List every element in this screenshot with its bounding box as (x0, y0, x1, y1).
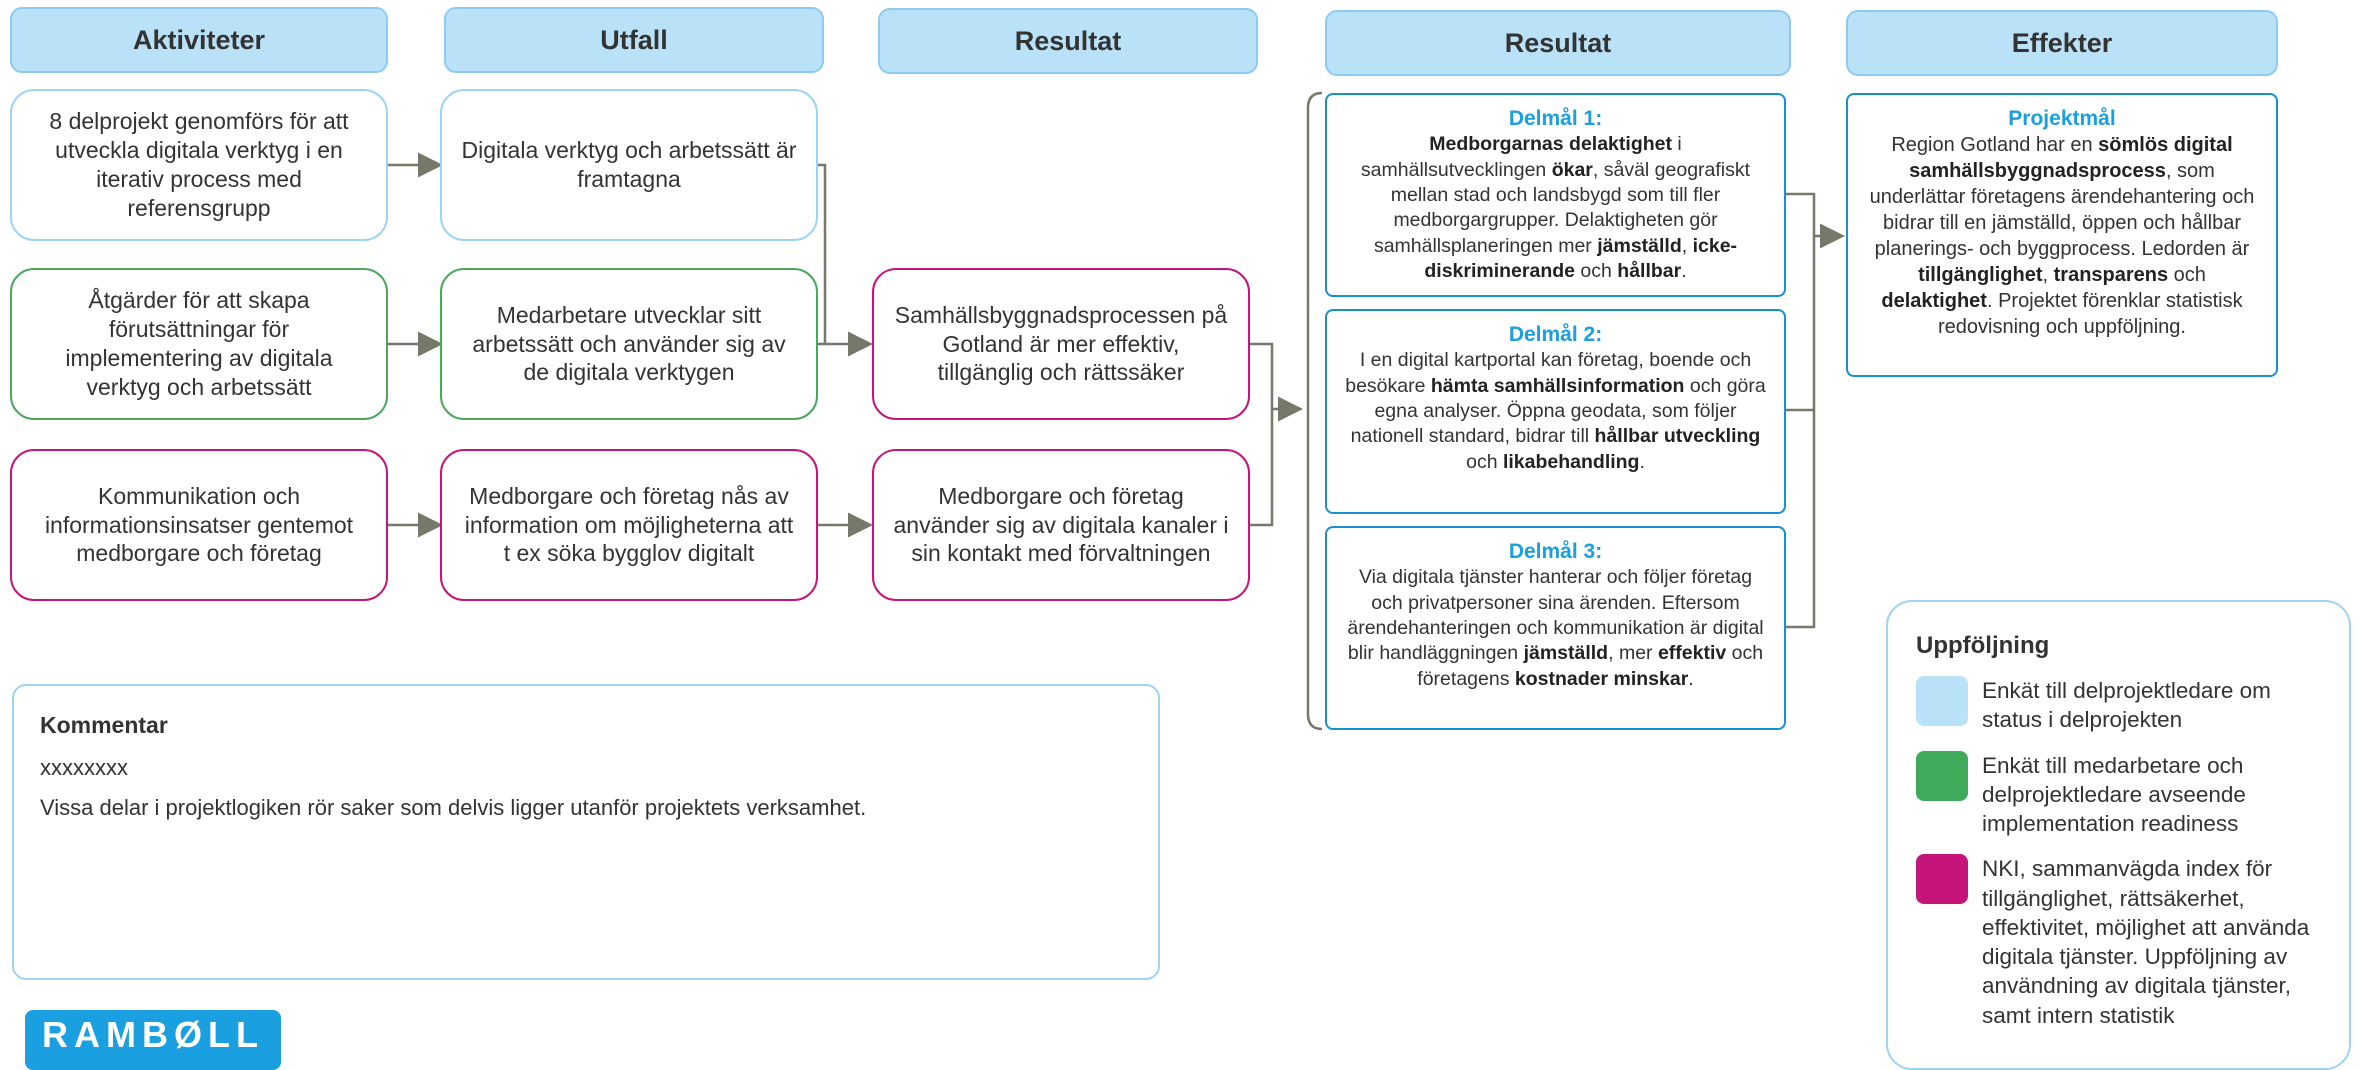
delmal-text: Via digitala tjänster hanterar och följe… (1347, 566, 1764, 690)
ramboll-logo: RAMBØLL (25, 1010, 281, 1070)
delmal-title: Delmål 3: (1508, 540, 1603, 563)
kommentar-line-1: xxxxxxxx (40, 755, 128, 780)
projektmal-title: Projektmål (2008, 107, 2116, 130)
header-effekter: Effekter (1846, 10, 2278, 76)
utfall-box-2: Medarbetare utvecklar sitt arbetssätt oc… (440, 268, 818, 420)
legend-swatch-green (1916, 750, 1968, 801)
resultat-box-1: Samhällsbyggnadsprocessen på Gotland är … (872, 268, 1250, 420)
legend-swatch-light-blue (1916, 676, 1968, 726)
kommentar-title: Kommentar (40, 712, 168, 738)
delmal-box-2: Delmål 2: I en digital kartportal kan fö… (1325, 309, 1786, 514)
delmal-text: Medborgarnas delaktighet i samhällsutvec… (1360, 133, 1751, 283)
header-aktiviteter: Aktiviteter (10, 7, 388, 73)
delmal-title: Delmål 2: (1508, 323, 1603, 346)
uppfoljning-box: Uppföljning Enkät till delprojektledare … (1886, 600, 2351, 1070)
header-resultat-1: Resultat (878, 8, 1258, 74)
utfall-box-1: Digitala verktyg och arbetssätt är framt… (440, 89, 818, 241)
uppfoljning-title: Uppföljning (1916, 632, 2050, 659)
uppfoljning-text: Enkät till delprojektledare om status i … (1982, 678, 2271, 733)
header-utfall: Utfall (444, 7, 824, 73)
kommentar-box: Kommentar xxxxxxxx Vissa delar i projekt… (12, 684, 1160, 980)
aktivitet-box-2: Åtgärder för att skapa förutsättningar f… (10, 268, 388, 420)
utfall-box-3: Medborgare och företag nås av informatio… (440, 449, 818, 601)
projektmal-text: Region Gotland har en sömlös digital sam… (1869, 134, 2255, 339)
uppfoljning-item-3: NKI, sammanvägda index för tillgänglighe… (1916, 854, 2321, 1030)
aktivitet-box-1: 8 delprojekt genomförs för att utveckla … (10, 89, 388, 241)
legend-swatch-magenta (1916, 854, 1968, 905)
uppfoljning-text: Enkät till medarbetare och delprojektled… (1982, 752, 2246, 837)
delmal-box-3: Delmål 3: Via digitala tjänster hanterar… (1325, 526, 1786, 730)
delmal-text: I en digital kartportal kan företag, boe… (1345, 349, 1766, 473)
delmal-title: Delmål 1: (1508, 107, 1603, 130)
projektmal-box: Projektmål Region Gotland har en sömlös … (1846, 93, 2278, 377)
uppfoljning-item-2: Enkät till medarbetare och delprojektled… (1916, 750, 2321, 839)
aktivitet-box-3: Kommunikation och informationsinsatser g… (10, 449, 388, 601)
header-resultat-2: Resultat (1325, 10, 1791, 76)
uppfoljning-item-1: Enkät till delprojektledare om status i … (1916, 676, 2321, 735)
resultat-box-2: Medborgare och företag använder sig av d… (872, 449, 1250, 601)
uppfoljning-text: NKI, sammanvägda index för tillgänglighe… (1982, 856, 2310, 1028)
kommentar-line-2: Vissa delar i projektlogiken rör saker s… (40, 795, 867, 820)
delmal-box-1: Delmål 1: Medborgarnas delaktighet i sam… (1325, 93, 1786, 297)
